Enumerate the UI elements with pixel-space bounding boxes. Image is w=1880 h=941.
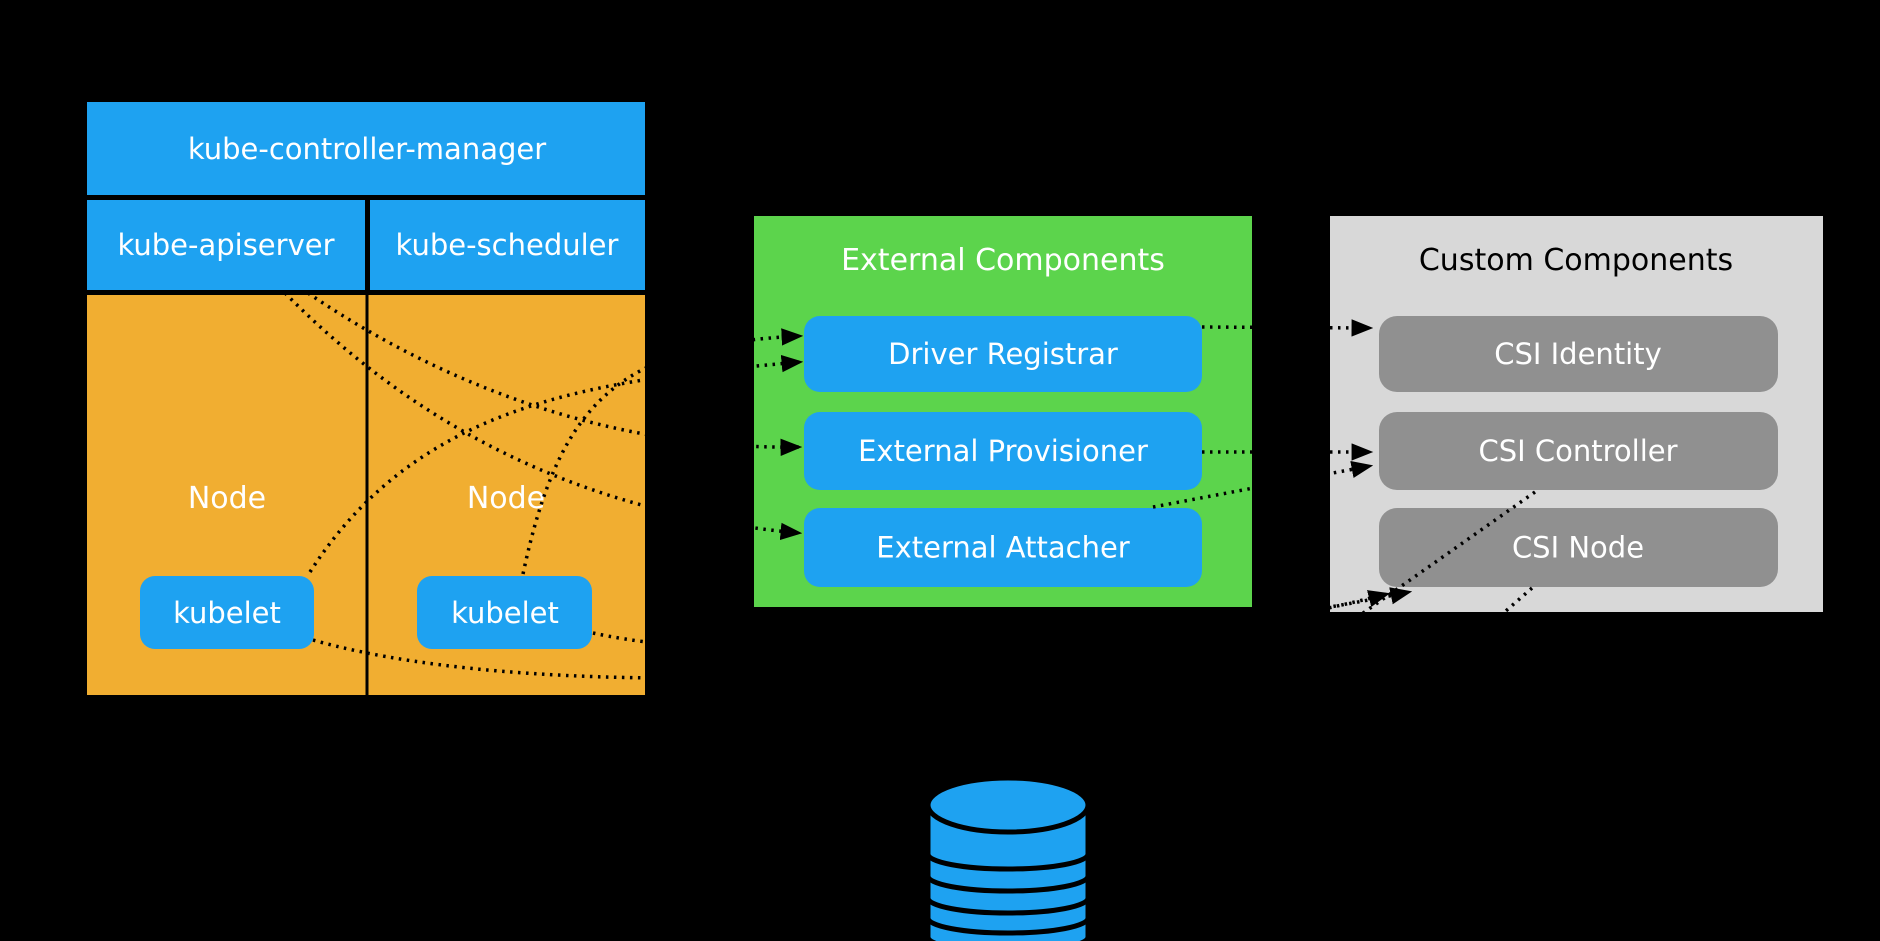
- custom-item-label-0: CSI Identity: [1494, 337, 1662, 371]
- kube-scheduler-box: [370, 200, 645, 290]
- external-item-box-1: [804, 412, 1202, 490]
- edge-kubelet1-to-driver-registrar: [308, 355, 804, 573]
- storage-database-group: [925, 775, 1091, 941]
- custom-item-box-2: [1379, 508, 1778, 587]
- kube-apiserver-box: [87, 200, 365, 290]
- kube-controller-manager-box: [87, 102, 645, 195]
- kube-controller-manager-label: kube-controller-manager: [188, 132, 546, 166]
- custom-item-box-1: [1379, 412, 1778, 490]
- kubelet2-box: [417, 576, 592, 649]
- edge-kubelet2-to-driver-registrar: [521, 328, 804, 575]
- external-item-label-1: External Provisioner: [858, 434, 1148, 468]
- edge-apiserver-to-external-attacher: [283, 291, 803, 540]
- external-item-label-2: External Attacher: [876, 531, 1130, 565]
- external-item-box-0: [804, 316, 1202, 392]
- edge-kubelet2-to-csi-node: [592, 587, 1413, 654]
- panels-group: Node Node kubelet kubelet External Component…: [87, 216, 1823, 695]
- kube-apiserver-label: kube-apiserver: [117, 228, 334, 262]
- custom-components-title: Custom Components: [1419, 243, 1733, 278]
- external-item-label-0: Driver Registrar: [888, 337, 1118, 371]
- master-components-group: kube-controller-manager kube-apiserver k…: [87, 102, 645, 290]
- edge-apiserver-to-external-provisioner: [307, 291, 803, 456]
- node2-label: Node: [467, 481, 545, 516]
- custom-item-label-1: CSI Controller: [1478, 434, 1677, 468]
- edge-external-attacher-to-csi-controller: [1152, 460, 1374, 509]
- custom-item-box-0: [1379, 316, 1778, 392]
- kube-scheduler-label: kube-scheduler: [396, 228, 619, 262]
- node1-label: Node: [188, 481, 266, 516]
- external-components-title: External Components: [841, 243, 1165, 278]
- database-cylinder-icon: [925, 775, 1091, 941]
- edge-csi-node-down: [1128, 586, 1534, 941]
- kubelet2-label: kubelet: [451, 596, 559, 630]
- kubelet1-label: kubelet: [173, 596, 281, 630]
- external-item-box-2: [804, 508, 1202, 587]
- connector-edges: [283, 291, 1537, 941]
- edge-kubelet1-to-csi-node: [312, 590, 1391, 680]
- custom-item-label-2: CSI Node: [1512, 531, 1644, 565]
- kubelet1-box: [140, 576, 314, 649]
